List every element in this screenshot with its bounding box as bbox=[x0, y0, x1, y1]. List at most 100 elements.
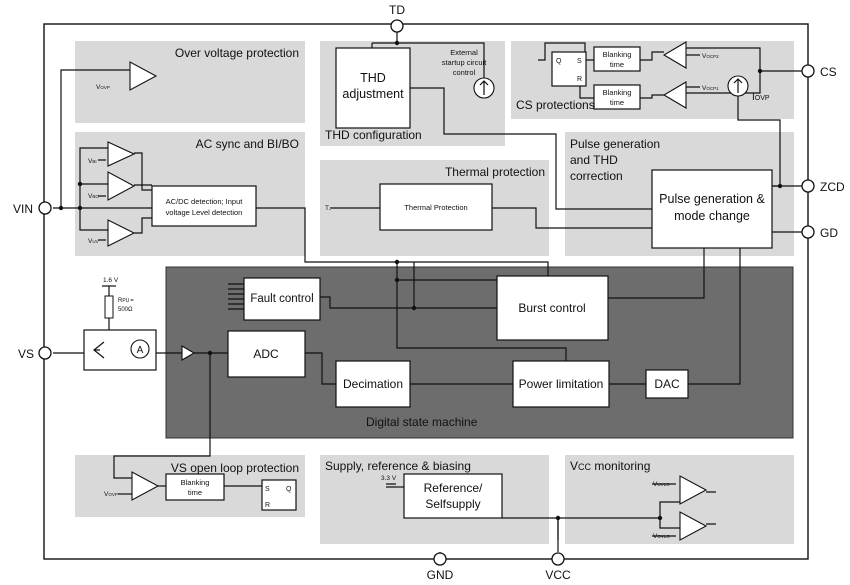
svg-text:Blanking: Blanking bbox=[603, 50, 632, 59]
svg-text:500Ω: 500Ω bbox=[118, 307, 133, 313]
svg-text:VOVLO: VOVLO bbox=[653, 533, 670, 540]
svg-text:time: time bbox=[188, 488, 202, 497]
pullup-resistor bbox=[104, 295, 114, 319]
svg-text:S: S bbox=[265, 486, 270, 493]
svg-text:VOCP1: VOCP1 bbox=[702, 85, 719, 92]
rpu-label: RPU= bbox=[118, 298, 134, 304]
burst-control-block bbox=[496, 275, 609, 341]
zcd-pin-label: ZCD bbox=[820, 180, 845, 194]
vs-pin bbox=[38, 346, 52, 360]
svg-text:Q: Q bbox=[286, 486, 292, 493]
bi-comparator bbox=[107, 141, 136, 167]
buffer-triangle bbox=[181, 345, 196, 361]
svg-text:VUV: VUV bbox=[88, 238, 99, 245]
vin-pin bbox=[38, 201, 52, 215]
svg-text:Decimation: Decimation bbox=[343, 377, 403, 391]
svg-text:VOVP: VOVP bbox=[104, 491, 118, 498]
svg-text:DAC: DAC bbox=[654, 377, 680, 391]
gd-pin-label: GD bbox=[820, 226, 838, 240]
svg-text:Blanking: Blanking bbox=[603, 88, 632, 97]
adc-block bbox=[227, 330, 306, 378]
zcd-pin bbox=[801, 179, 815, 193]
ocp2-comparator bbox=[662, 41, 687, 69]
svg-text:Pulse generation &: Pulse generation & bbox=[659, 192, 765, 206]
gd-pin bbox=[801, 225, 815, 239]
svg-text:R: R bbox=[265, 502, 270, 509]
acdc-detection-block bbox=[151, 185, 257, 227]
decimation-block bbox=[335, 360, 411, 408]
svg-text:VOCP2: VOCP2 bbox=[702, 53, 719, 60]
cs-blanking-block-1 bbox=[593, 46, 641, 72]
cs-pin-label: CS bbox=[820, 65, 837, 79]
svg-text:Q: Q bbox=[556, 58, 562, 65]
vs-open-loop-title: VS open loop protection bbox=[171, 461, 299, 475]
iovp-label: IOVP bbox=[752, 92, 770, 103]
vs-blanking-block bbox=[165, 473, 225, 501]
thd-config-title: THD configuration bbox=[325, 128, 422, 142]
td-pin bbox=[390, 19, 404, 33]
pulse-gen-title-3: correction bbox=[570, 169, 623, 183]
svg-text:time: time bbox=[610, 98, 624, 107]
gnd-pin bbox=[433, 552, 447, 566]
pulse-generation-block bbox=[651, 169, 773, 249]
cs-blanking-block-2 bbox=[593, 84, 641, 110]
vcc-pin bbox=[551, 552, 565, 566]
cs-protections-title: CS protections bbox=[516, 98, 595, 112]
comparators bbox=[107, 41, 708, 541]
thd-adjustment-block bbox=[335, 47, 411, 129]
svg-text:adjustment: adjustment bbox=[342, 87, 404, 101]
thermal-title: Thermal protection bbox=[445, 165, 545, 179]
reference-block bbox=[403, 473, 503, 519]
vcc-pin-label: VCC bbox=[545, 568, 571, 582]
ammeter-icon bbox=[130, 339, 150, 359]
svg-text:VUVLO: VUVLO bbox=[653, 481, 670, 488]
fault-control-block bbox=[243, 277, 321, 321]
svg-text:Thermal Protection: Thermal Protection bbox=[404, 203, 467, 212]
svg-text:Reference/: Reference/ bbox=[424, 481, 483, 495]
dsm-title: Digital state machine bbox=[366, 415, 478, 429]
ac-sync-title: AC sync and BI/BO bbox=[196, 137, 299, 151]
cs-pin bbox=[801, 64, 815, 78]
ext-startup-label-3: control bbox=[453, 68, 476, 77]
svg-text:VBI: VBI bbox=[88, 158, 97, 165]
svg-text:S: S bbox=[577, 58, 582, 65]
ovlo-comparator bbox=[679, 511, 708, 541]
power-limitation-block bbox=[512, 360, 610, 408]
vin-pin-label: VIN bbox=[13, 202, 33, 216]
svg-text:VBO: VBO bbox=[88, 193, 99, 200]
svg-text:mode change: mode change bbox=[674, 209, 750, 223]
vs-open-loop-comparator bbox=[131, 471, 160, 501]
junction-dots bbox=[58, 40, 783, 521]
svg-text:Burst control: Burst control bbox=[518, 301, 585, 315]
ocp1-comparator bbox=[662, 81, 687, 109]
pulse-gen-title-2: and THD bbox=[570, 153, 618, 167]
svg-text:voltage Level detection: voltage Level detection bbox=[166, 208, 243, 217]
svg-text:Power limitation: Power limitation bbox=[519, 377, 604, 391]
uv-comparator bbox=[107, 219, 136, 247]
ext-startup-label-1: External bbox=[450, 48, 478, 57]
svg-text:AC/DC detection; Input: AC/DC detection; Input bbox=[166, 197, 244, 206]
svg-text:time: time bbox=[610, 60, 624, 69]
svg-text:Fault control: Fault control bbox=[250, 293, 313, 305]
svg-text:VOVP: VOVP bbox=[96, 84, 110, 91]
vs-flip-flop bbox=[261, 479, 297, 511]
td-pin-label: TD bbox=[389, 3, 405, 17]
v16-label: 1.6 V bbox=[103, 277, 119, 284]
over-voltage-section bbox=[75, 41, 305, 123]
ovp-comparator bbox=[129, 61, 158, 91]
signal-labels: VOVP VBI VBO VUV VOCP2 VOCP1 TJ VOVP VUV… bbox=[88, 53, 719, 540]
vs-pin-label: VS bbox=[18, 347, 34, 361]
v33-label: 3.3 V bbox=[381, 475, 397, 482]
cs-flip-flop bbox=[551, 51, 587, 87]
vcc-monitoring-title: VCC monitoring bbox=[570, 459, 650, 473]
svg-text:A: A bbox=[137, 345, 144, 356]
pulse-gen-title-1: Pulse generation bbox=[570, 137, 660, 151]
svg-text:TJ: TJ bbox=[325, 205, 331, 212]
dac-block bbox=[645, 369, 689, 399]
ext-startup-label-2: startup circuit bbox=[442, 58, 488, 67]
bo-comparator bbox=[107, 171, 136, 201]
svg-text:Selfsupply: Selfsupply bbox=[425, 497, 480, 511]
uvlo-comparator bbox=[679, 475, 708, 505]
supply-title: Supply, reference & biasing bbox=[325, 459, 471, 473]
